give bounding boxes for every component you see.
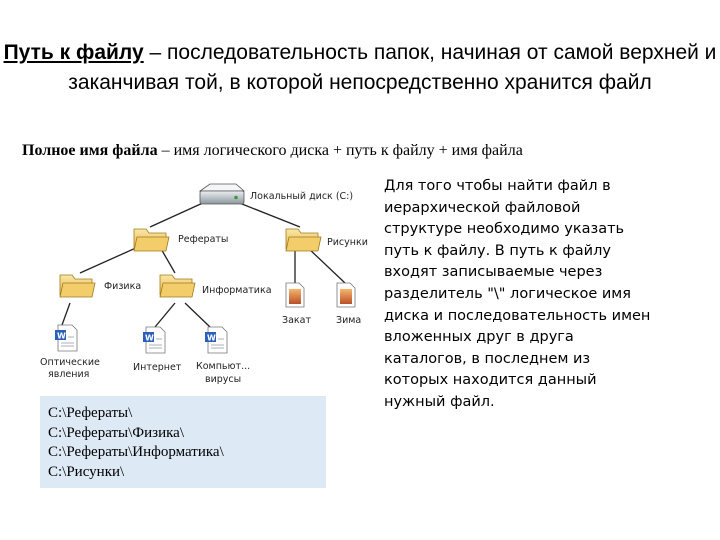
document-label: Компьют... xyxy=(196,361,250,372)
path-example: C:\Рефераты\Физика\ xyxy=(48,424,184,441)
subheading-definition: – имя логического диска + путь к файлу +… xyxy=(157,142,523,159)
folder-tree-diagram: Локальный диск (C:) Рефераты Рисунки Физ… xyxy=(40,183,368,385)
explanation-text: Для того чтобы найти файл в иерархическо… xyxy=(384,178,651,410)
heading-definition: – последовательность папок, начиная от с… xyxy=(68,41,717,94)
image-file-icon xyxy=(336,282,356,308)
folder-icon xyxy=(285,228,322,252)
document-label: Оптические xyxy=(40,357,100,368)
slide-heading: Путь к файлу – последовательность папок,… xyxy=(0,38,720,98)
word-document-icon: W xyxy=(143,326,166,354)
svg-text:W: W xyxy=(57,332,66,341)
image-label: Зима xyxy=(336,315,361,326)
heading-term: Путь к файлу xyxy=(3,41,144,64)
image-label: Закат xyxy=(282,315,311,326)
document-label: явления xyxy=(48,369,89,380)
document-label: Интернет xyxy=(133,362,182,373)
path-examples-box: C:\Рефераты\ C:\Рефераты\Физика\ C:\Рефе… xyxy=(40,396,326,488)
svg-text:W: W xyxy=(145,334,154,343)
document-label: вирусы xyxy=(205,374,241,385)
folder-label: Рефераты xyxy=(178,234,228,245)
folder-label: Информатика xyxy=(202,285,272,296)
folder-icon xyxy=(133,228,170,252)
subheading-term: Полное имя файла xyxy=(22,142,158,159)
path-example: C:\Рефераты\Информатика\ xyxy=(48,444,224,460)
path-example: C:\Рисунки\ xyxy=(48,463,125,480)
folder-icon xyxy=(59,274,96,298)
word-document-icon: W xyxy=(55,324,78,352)
hard-disk-icon xyxy=(198,183,246,205)
folder-label: Рисунки xyxy=(327,237,368,248)
tree-connectors xyxy=(61,201,346,328)
word-document-icon: W xyxy=(205,326,228,354)
folder-label: Физика xyxy=(104,281,141,292)
folder-icon xyxy=(159,274,196,298)
path-example: C:\Рефераты\ xyxy=(48,405,133,421)
slide-subheading: Полное имя файла – имя логического диска… xyxy=(22,142,712,160)
svg-text:W: W xyxy=(207,334,216,343)
image-file-icon xyxy=(285,282,305,308)
disk-label: Локальный диск (C:) xyxy=(250,191,353,202)
